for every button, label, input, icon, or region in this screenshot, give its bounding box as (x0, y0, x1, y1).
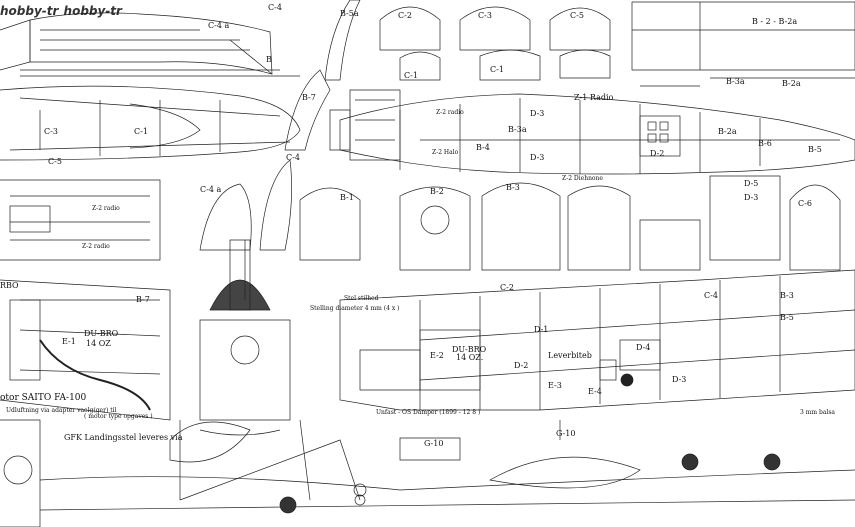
label-cx: C-2 (500, 283, 514, 292)
label-b7: B-7 (302, 93, 316, 102)
station-letter-c: c (137, 8, 143, 17)
label-d2a: D-2 (650, 149, 665, 158)
label-stell-diam: Stelling diameter 4 mm (4 x ) (310, 305, 400, 312)
label-rbo: RBO (0, 281, 19, 290)
label-b6: B-6 (758, 139, 772, 148)
label-stel: Stel stilhed (344, 295, 379, 302)
label-oz-mid: 14 OZ. (456, 353, 484, 362)
label-c4a2: C-4 a (200, 185, 222, 194)
label-z3-radio: Z-2 radio (82, 243, 110, 250)
label-z1-radio: Z-1 Radio (574, 93, 614, 102)
label-z2-halo: Z-2 Halo (432, 149, 459, 156)
label-du-bro-left: DU-BRO (84, 329, 119, 338)
label-b7-l: B-7 (136, 295, 150, 304)
label-damper: Unfast - OS Damper (1899 - 12 8 ) (376, 409, 481, 416)
label-c4-r: C-4 (704, 291, 718, 300)
label-e1: E-1 (62, 337, 76, 346)
label-fuel-panel: Leverbiteb (548, 351, 592, 360)
label-b3a: B-3a (726, 77, 745, 86)
label-b4: B-4 (476, 143, 490, 152)
label-b5-r: B-5 (780, 313, 794, 322)
label-d1: D-1 (534, 325, 549, 334)
label-c2: C-2 (398, 11, 412, 20)
label-b3: B-3 (506, 183, 520, 192)
label-gfk: GFK Landingsstel leveres via (64, 433, 183, 442)
label-b2: B-2 (430, 187, 444, 196)
label-e3: E-3 (548, 381, 562, 390)
hobby-logo-1: hobby-tr (0, 4, 59, 18)
label-c5-top: C-5 (570, 11, 584, 20)
label-du-bro-mid: DU-BRO (452, 345, 487, 354)
label-b2-b2a: B - 2 - B-2a (752, 17, 798, 26)
label-gt10: G-10 (424, 439, 444, 448)
label-d4: D-4 (636, 343, 651, 352)
station-letter-b: b (147, 8, 154, 17)
label-b3-r: B-3 (780, 291, 794, 300)
label-c6: C-6 (798, 199, 812, 208)
label-motor-sub: Udluftning via adapter vaelg(ger) til (6, 407, 117, 414)
label-b5a: B-5a (340, 9, 359, 18)
label-z2-radio-left: Z-2 radio (92, 205, 120, 212)
hobby-logo-2: hobby-tr (63, 4, 122, 18)
label-c1-top: C-1 (404, 71, 418, 80)
label-z2-radio: Z-2 radio (436, 109, 464, 116)
label-c4a: C-4 a (208, 21, 230, 30)
label-oz-left: 14 OZ (86, 339, 111, 348)
label-d3: D-3 (530, 109, 545, 118)
label-c5-fus: C-5 (48, 157, 62, 166)
label-b5: B-5 (808, 145, 822, 154)
label-c1-fus: C-1 (134, 127, 148, 136)
label-b2a-right: B-2a (718, 127, 737, 136)
label-three-mm: 3 mm balsa (800, 409, 836, 416)
label-c3-top: C-3 (478, 11, 492, 20)
label-d5: D-5 (744, 179, 759, 188)
station-letter-d: d (127, 8, 133, 17)
label-d2: D-2 (514, 361, 529, 370)
label-e4: E-4 (588, 387, 602, 396)
label-c1-top2: C-1 (490, 65, 504, 74)
label-d3r: D-3 (744, 193, 759, 202)
label-z2-diehnone: Z-2 Diehnone (562, 175, 603, 182)
label-motor-sub2: ( motor type opgaves ) (84, 413, 153, 420)
label-b-top: B (266, 55, 272, 64)
label-g-out: G-10 (556, 429, 576, 438)
label-b3a-mid: B-3a (508, 125, 527, 134)
label-b1: B-1 (340, 193, 354, 202)
label-b2a-top: B-2a (782, 79, 801, 88)
label-motor: otor SAITO FA-100 (0, 393, 87, 403)
label-c4-left: C-4 (286, 153, 300, 162)
label-c3-fus: C-3 (44, 127, 58, 136)
label-c4: C-4 (268, 3, 282, 12)
label-tank-e2: E-2 (430, 351, 444, 360)
label-d3-r2: D-3 (672, 375, 687, 384)
label-d3b: D-3 (530, 153, 545, 162)
